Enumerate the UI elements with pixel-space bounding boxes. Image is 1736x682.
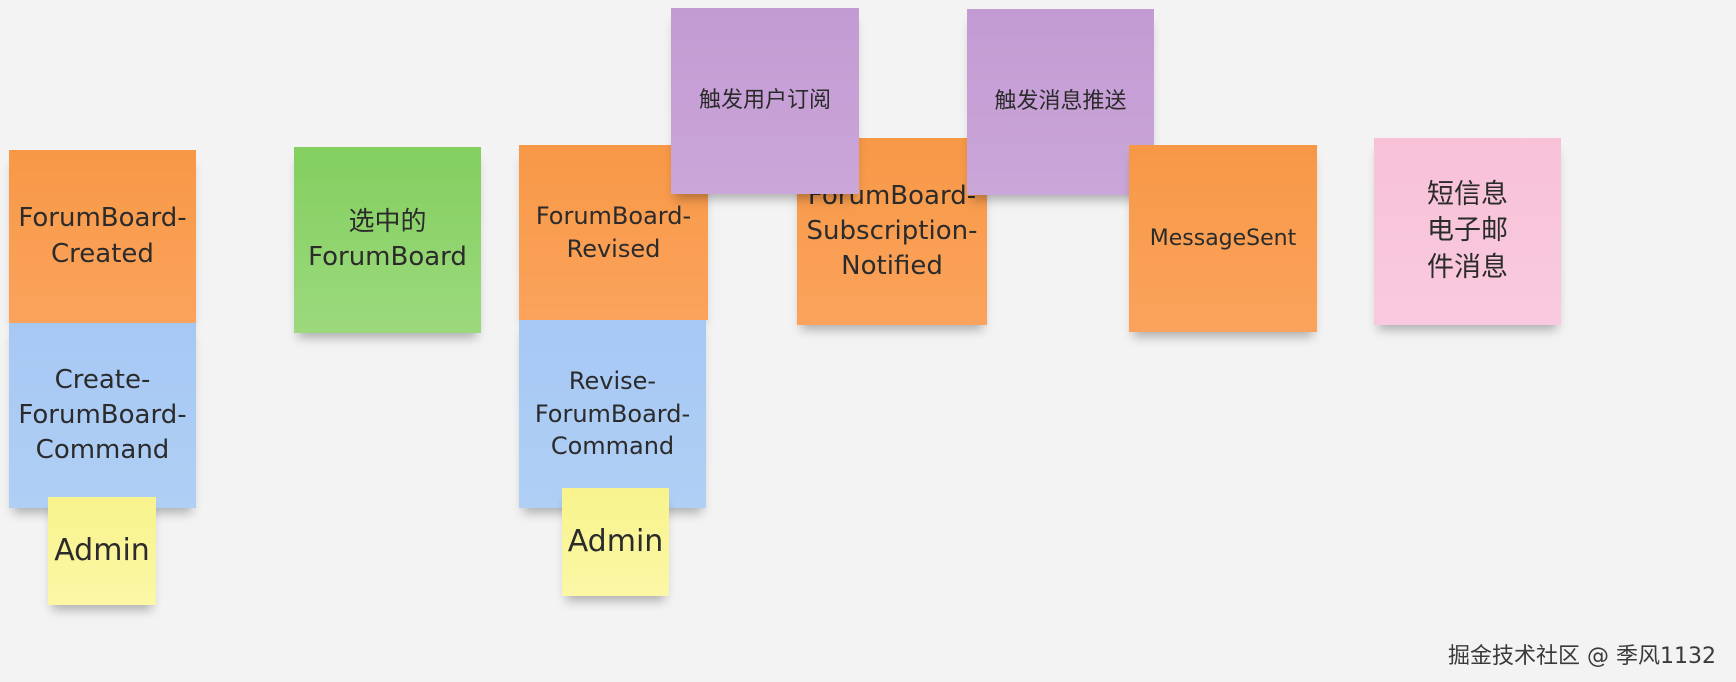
actor-note-admin-1[interactable]: Admin [48,497,156,605]
note-text: 触发消息推送 [994,89,1127,115]
command-note-revise-forumboard[interactable]: Revise- ForumBoard- Command [519,320,706,508]
note-text: Revise- ForumBoard- Command [534,367,691,461]
actor-note-admin-2[interactable]: Admin [562,488,669,596]
note-text: Create- ForumBoard- Command [18,364,187,466]
event-note-forumboard-subscription-notified[interactable]: ForumBoard- Subscription- Notified [797,138,987,325]
note-text: Admin [567,523,664,559]
event-note-message-sent[interactable]: MessageSent [1129,145,1317,332]
policy-note-trigger-user-subscription[interactable]: 触发用户订阅 [671,8,859,194]
read-model-note-selected-forumboard[interactable]: 选中的 ForumBoard [294,147,481,333]
external-system-note-sms-email[interactable]: 短信息 电子邮 件消息 [1374,138,1561,325]
command-note-create-forumboard[interactable]: Create- ForumBoard- Command [9,323,196,508]
note-text: ForumBoard- Revised [535,202,692,263]
event-note-forumboard-created[interactable]: ForumBoard- Created [9,150,196,323]
policy-note-trigger-message-push[interactable]: 触发消息推送 [967,9,1154,195]
note-text: Admin [54,532,150,568]
note-text: 短信息 电子邮 件消息 [1427,178,1508,283]
note-text: 选中的 ForumBoard [308,206,467,272]
note-text: ForumBoard- Created [18,203,187,269]
note-text: 触发用户订阅 [698,88,831,114]
note-text: MessageSent [1149,225,1297,251]
watermark: 掘金技术社区 @ 季风1132 [1448,644,1716,669]
note-text: ForumBoard- Subscription- Notified [806,180,978,282]
